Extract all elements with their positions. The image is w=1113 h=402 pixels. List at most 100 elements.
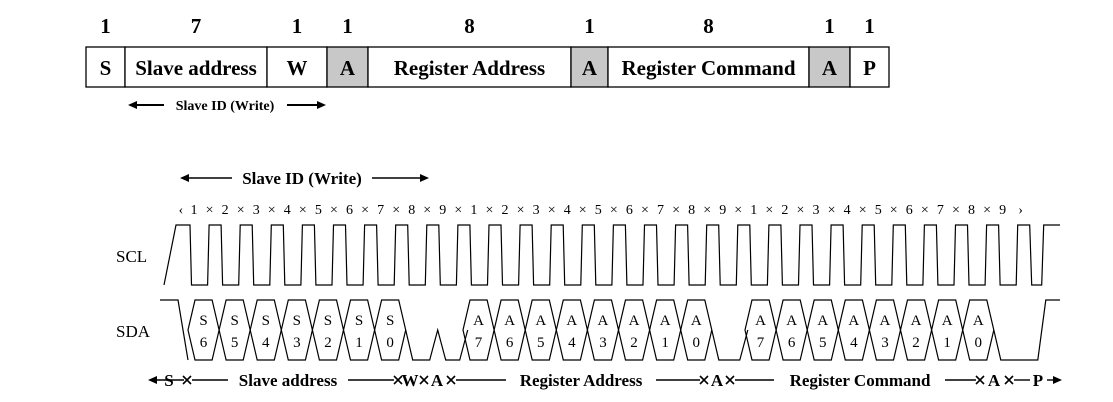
sda-bit-cell: A0 (680, 299, 713, 361)
clock-count-separator: × (765, 203, 773, 218)
sda-bit-cell: S0 (373, 299, 407, 361)
clock-count-label: 6 (626, 203, 633, 218)
frame-slave-id-label: Slave ID (Write) (176, 99, 275, 114)
seg-w-label: W (402, 371, 419, 390)
clock-count-label: 5 (315, 203, 322, 218)
clock-count-separator: × (237, 203, 245, 218)
sda-bit-top-label: A (660, 313, 671, 329)
sda-bit-shape (930, 299, 964, 361)
sda-bit-top-label: S (262, 313, 270, 329)
clock-count-separator: × (423, 203, 431, 218)
sda-bit-bottom-label: 3 (293, 335, 301, 351)
sda-bit-top-label: A (535, 313, 546, 329)
sda-bit-top-label: S (293, 313, 301, 329)
sda-ack-low-2 (711, 329, 749, 361)
sda-bit-cell: A3 (586, 299, 620, 361)
sda-bit-top-label: A (786, 313, 797, 329)
clock-count-label: 9 (719, 203, 726, 218)
sda-bit-bottom-label: 5 (537, 335, 545, 351)
clock-count-label: 3 (813, 203, 820, 218)
sda-bit-shape (617, 299, 651, 361)
seg-sep-5 (699, 375, 709, 385)
sda-bit-cell: A2 (899, 299, 933, 361)
sda-bit-top-label: A (942, 313, 953, 329)
clock-count-label: 1 (750, 203, 757, 218)
sda-bit-top-label: S (324, 313, 332, 329)
sda-bit-top-label: A (473, 313, 484, 329)
sda-bit-bottom-label: 6 (200, 335, 208, 351)
clock-count-separator: × (796, 203, 804, 218)
sda-bit-top-label: A (848, 313, 859, 329)
sda-bit-top-label: S (386, 313, 394, 329)
frame-field-label: Register Command (621, 56, 795, 80)
sda-w-ack-low (405, 327, 469, 361)
sda-bit-cell: A4 (555, 299, 589, 361)
count-bracket-left: ‹ (179, 203, 184, 218)
sda-bit-top-label: A (566, 313, 577, 329)
timing-slave-id-arrow-left-head (180, 174, 189, 182)
sda-bit-top-label: A (598, 313, 609, 329)
seg-slave-address-label: Slave address (239, 371, 338, 390)
clock-count-separator: × (890, 203, 898, 218)
sda-ack-stop-edge (993, 299, 1060, 361)
clock-count-separator: × (828, 203, 836, 218)
scl-waveform (163, 224, 1060, 286)
sda-bit-bottom-label: 4 (850, 335, 858, 351)
sda-bit-shape (868, 299, 902, 361)
seg-p-right-head (1053, 376, 1062, 384)
sda-bit-shape (962, 299, 995, 361)
frame-field-box (85, 46, 126, 88)
sda-bit-cell: S4 (249, 299, 282, 361)
sda-bit-shape (586, 299, 620, 361)
frame-field-bit-count: 1 (864, 14, 875, 38)
clock-count-label: 7 (937, 203, 944, 218)
sda-bit-bottom-label: 6 (506, 335, 514, 351)
seg-a-label-2: A (711, 371, 724, 390)
sda-bit-top-label: A (817, 313, 828, 329)
clock-count-label: 9 (999, 203, 1006, 218)
sda-bit-shape (373, 299, 407, 361)
clock-count-separator: × (361, 203, 369, 218)
sda-bit-bottom-label: 0 (386, 335, 394, 351)
seg-s-label: S (164, 371, 173, 390)
frame-field-bit-count: 1 (292, 14, 303, 38)
frame-field-bit-count: 1 (342, 14, 353, 38)
sda-bit-shape (218, 299, 251, 361)
clock-count-separator: × (392, 203, 400, 218)
clock-count-label: 4 (564, 203, 571, 218)
sda-bit-bottom-label: 1 (355, 335, 363, 351)
sda-bit-shape (806, 299, 839, 361)
sda-bit-cell: A7 (744, 299, 777, 361)
seg-a-label-1: A (431, 371, 444, 390)
clock-count-separator: × (672, 203, 680, 218)
clock-count-separator: × (517, 203, 525, 218)
clock-count-label: 1 (191, 203, 198, 218)
clock-count-label: 3 (253, 203, 260, 218)
sda-bit-cell: A2 (617, 299, 651, 361)
timing-slave-id-label: Slave ID (Write) (242, 169, 362, 188)
clock-count-label: 6 (346, 203, 353, 218)
frame-field-bit-count: 1 (584, 14, 595, 38)
sda-bit-bottom-label: 2 (324, 335, 332, 351)
sda-bit-bottom-label: 4 (568, 335, 576, 351)
frame-field-box (607, 46, 810, 88)
sda-bit-cell: A5 (524, 299, 557, 361)
clock-count-separator: × (299, 203, 307, 218)
sda-bit-bottom-label: 7 (757, 335, 765, 351)
sda-bit-shape (524, 299, 557, 361)
clock-count-label: 3 (533, 203, 540, 218)
clock-count-label: 8 (408, 203, 415, 218)
sda-bit-bottom-label: 0 (693, 335, 701, 351)
clock-count-separator: × (330, 203, 338, 218)
seg-sep-8 (1004, 375, 1014, 385)
clock-count-label: 9 (439, 203, 446, 218)
clock-count-label: 8 (688, 203, 695, 218)
frame-field-box (849, 46, 890, 88)
sda-bit-cell: S1 (342, 299, 376, 361)
sda-bit-cell: A0 (962, 299, 995, 361)
sda-bit-top-label: S (199, 313, 207, 329)
seg-register-address-label: Register Address (520, 371, 643, 390)
sda-bit-bottom-label: 1 (943, 335, 951, 351)
seg-register-command-label: Register Command (790, 371, 931, 390)
